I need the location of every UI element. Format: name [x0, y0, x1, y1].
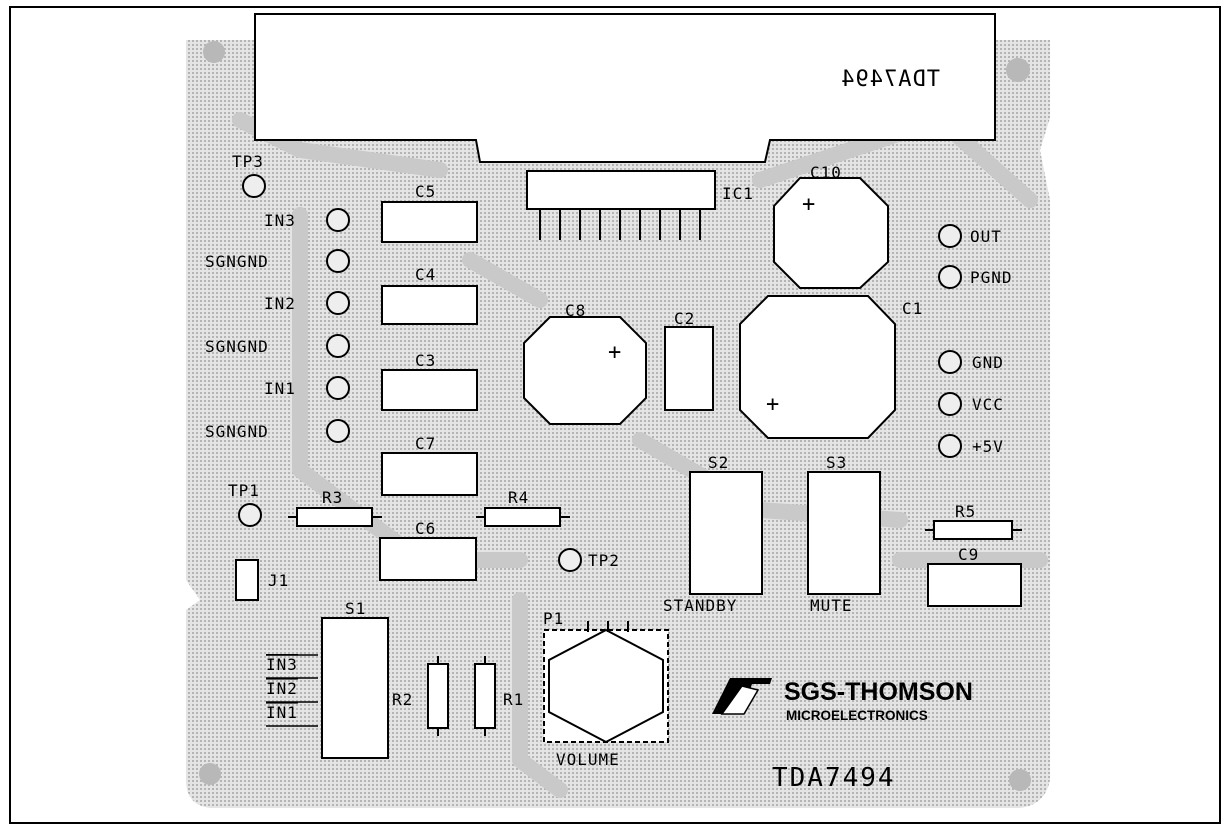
- c9-label: C9: [958, 545, 979, 564]
- mounting-hole: [199, 763, 221, 785]
- r5-resistor: [933, 520, 1013, 540]
- in2-pad: [326, 291, 350, 315]
- c7-label: C7: [415, 434, 436, 453]
- tp3-pad: [242, 174, 266, 198]
- c1-plus-sign: +: [766, 392, 780, 417]
- c5-label: C5: [415, 182, 436, 201]
- p1-label: P1: [543, 609, 564, 628]
- sgngnd-label-2: SGNGND: [205, 337, 269, 356]
- vcc-pad: [938, 392, 962, 416]
- c9-capacitor: [927, 563, 1022, 607]
- chip-marking-mirrored: TDA7494: [840, 67, 940, 92]
- out-pad: [938, 224, 962, 248]
- p5v-pad: [938, 434, 962, 458]
- c6-label: C6: [415, 519, 436, 538]
- ic1-pins: [539, 209, 701, 240]
- c1-label: C1: [902, 299, 923, 318]
- in1-pad: [326, 376, 350, 400]
- brand-subtitle: MICROELECTRONICS: [786, 708, 928, 723]
- sgngnd-pad-3: [326, 419, 350, 443]
- gnd-label: GND: [972, 353, 1004, 372]
- ic1-body: [526, 170, 716, 210]
- tp1-label: TP1: [228, 481, 260, 500]
- s1-in2-label: IN2: [266, 679, 298, 698]
- in3-pad: [326, 208, 350, 232]
- p1-potentiometer-knob: [548, 628, 664, 744]
- c4-label: C4: [415, 265, 436, 284]
- out-label: OUT: [970, 227, 1002, 246]
- standby-label: STANDBY: [663, 596, 737, 615]
- model-number: TDA7494: [772, 763, 896, 793]
- c8-label: C8: [565, 301, 586, 320]
- sgngnd-label-3: SGNGND: [205, 422, 269, 441]
- mounting-holes: [199, 41, 1031, 791]
- s3-switch: [807, 471, 881, 595]
- c2-label: C2: [674, 309, 695, 328]
- volume-label: VOLUME: [556, 750, 620, 769]
- c7-capacitor: [381, 452, 478, 496]
- c10-capacitor: [773, 177, 889, 289]
- vcc-label: VCC: [972, 395, 1004, 414]
- s1-label: S1: [345, 599, 366, 618]
- in1-label: IN1: [264, 379, 296, 398]
- in3-label: IN3: [264, 211, 296, 230]
- s3-label: S3: [826, 453, 847, 472]
- sgngnd-pad-1: [326, 249, 350, 273]
- c8-capacitor: [523, 316, 647, 425]
- pgnd-pad: [938, 265, 962, 289]
- tp3-label: TP3: [232, 152, 264, 171]
- j1-jumper: [235, 559, 259, 601]
- tp2-label: TP2: [588, 551, 620, 570]
- s2-switch: [689, 471, 763, 595]
- r1-label: R1: [503, 690, 524, 709]
- r2-resistor: [427, 663, 449, 729]
- tp1-pad: [238, 503, 262, 527]
- diagram-frame: [9, 6, 1221, 824]
- c4-capacitor: [381, 285, 478, 325]
- ic1-label: IC1: [722, 184, 754, 203]
- c3-label: C3: [415, 351, 436, 370]
- c10-plus-sign: +: [802, 192, 816, 217]
- s1-in1-label: IN1: [266, 703, 298, 722]
- r5-label: R5: [955, 502, 976, 521]
- r4-label: R4: [508, 488, 529, 507]
- heatsink: [254, 13, 996, 163]
- s1-in3-label: IN3: [266, 655, 298, 674]
- r3-label: R3: [322, 488, 343, 507]
- c6-capacitor: [379, 537, 477, 581]
- s1-switch: [321, 617, 389, 759]
- r3-resistor: [296, 507, 373, 527]
- in2-label: IN2: [264, 294, 296, 313]
- c2-capacitor: [664, 326, 714, 411]
- c1-capacitor: [739, 295, 896, 439]
- mute-label: MUTE: [810, 596, 853, 615]
- brand-name: SGS-THOMSON: [784, 678, 973, 706]
- pgnd-label: PGND: [970, 268, 1013, 287]
- r2-label: R2: [392, 690, 413, 709]
- c10-label: C10: [810, 163, 842, 182]
- c5-capacitor: [381, 201, 478, 243]
- sgngnd-pad-2: [326, 334, 350, 358]
- j1-label: J1: [268, 571, 289, 590]
- mounting-hole: [203, 41, 225, 63]
- r4-resistor: [484, 507, 561, 527]
- mounting-hole: [1009, 769, 1031, 791]
- p1-pins: [587, 621, 629, 632]
- c3-capacitor: [381, 369, 478, 411]
- c8-plus-sign: +: [608, 340, 622, 365]
- r1-resistor: [474, 663, 496, 729]
- s2-label: S2: [708, 453, 729, 472]
- gnd-pad: [938, 350, 962, 374]
- p5v-label: +5V: [972, 437, 1004, 456]
- st-logo: [712, 678, 772, 715]
- sgngnd-label-1: SGNGND: [205, 252, 269, 271]
- mounting-hole: [1006, 58, 1030, 82]
- tp2-pad: [558, 548, 582, 572]
